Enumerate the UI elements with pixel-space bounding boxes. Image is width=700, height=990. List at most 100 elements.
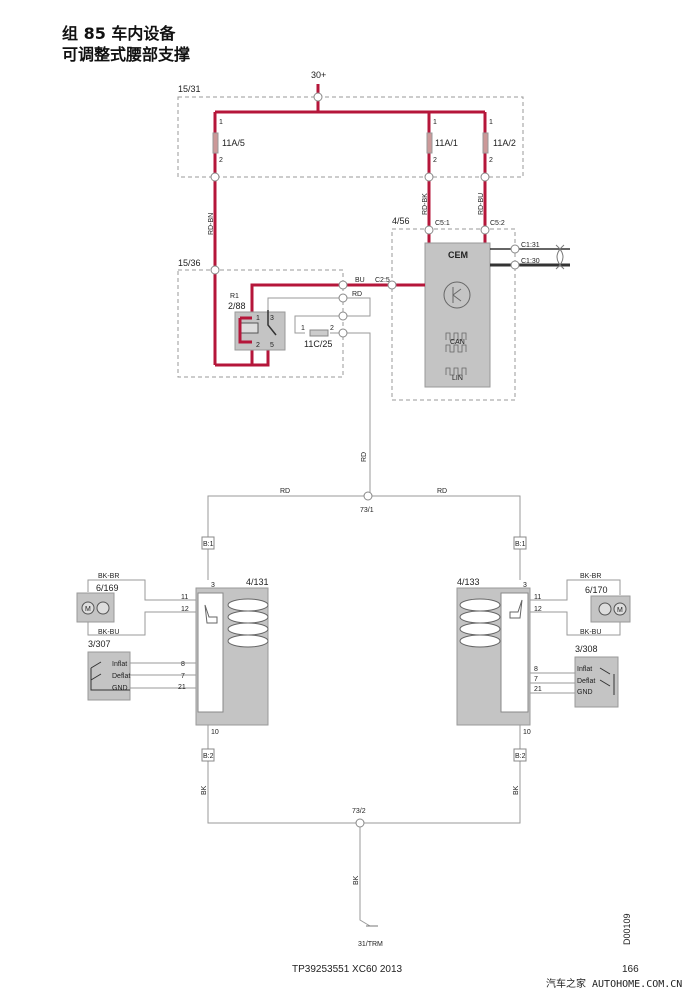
svg-text:2: 2 (219, 157, 223, 164)
svg-text:Inflat: Inflat (112, 661, 127, 668)
svg-text:2: 2 (489, 157, 493, 164)
fuse-11a2: 1 2 11A/2 RD-BU C5:2 (478, 112, 516, 243)
svg-text:BK-BU: BK-BU (98, 629, 119, 636)
svg-text:B:1: B:1 (515, 541, 526, 548)
svg-text:2: 2 (256, 342, 260, 349)
relaybox-outline (177, 269, 344, 378)
svg-text:12: 12 (534, 606, 542, 613)
svg-text:21: 21 (178, 684, 186, 691)
svg-text:B:1: B:1 (203, 541, 214, 548)
watermark: 汽车之家 AUTOHOME.COM.CN (546, 977, 682, 990)
fuse-11c25 (309, 329, 329, 337)
svg-text:RD-BK: RD-BK (422, 193, 429, 215)
svg-text:RD: RD (437, 488, 447, 495)
svg-text:1: 1 (433, 119, 437, 126)
page-number: 166 (622, 964, 639, 975)
svg-text:GND: GND (112, 685, 128, 692)
svg-text:1: 1 (489, 119, 493, 126)
svg-text:CAN: CAN (450, 339, 465, 346)
fusebox-outline (177, 96, 524, 178)
svg-text:8: 8 (181, 661, 185, 668)
svg-text:11: 11 (534, 594, 541, 601)
left-wiring (87, 579, 196, 689)
svg-text:4/133: 4/133 (457, 577, 480, 587)
cem-module: CEM CAN LIN (424, 242, 491, 388)
svg-text:21: 21 (534, 686, 542, 693)
svg-text:11A/1: 11A/1 (435, 138, 458, 148)
c2-5-label: C2:5 (375, 277, 390, 284)
c1-30-label: C1:30 (521, 258, 540, 265)
lumbar-switch-right: Inflat Deflat GND 3/308 (574, 644, 619, 708)
svg-text:R1: R1 (230, 293, 239, 300)
svg-text:BK-BU: BK-BU (580, 629, 601, 636)
svg-text:2: 2 (433, 157, 437, 164)
svg-text:12: 12 (181, 606, 189, 613)
supply-node (313, 92, 323, 102)
svg-text:73/1: 73/1 (360, 507, 374, 514)
right-wiring (530, 579, 621, 694)
lumbar-module-left: 4/131 3 10 (195, 577, 269, 736)
svg-text:BK: BK (513, 785, 520, 795)
svg-text:C5:2: C5:2 (490, 220, 505, 227)
svg-text:7: 7 (181, 673, 185, 680)
bu-label: BU (355, 277, 365, 284)
svg-text:M: M (85, 606, 91, 613)
svg-text:1: 1 (219, 119, 223, 126)
drawing-id: D00109 (622, 913, 632, 945)
svg-text:10: 10 (211, 729, 219, 736)
ground-wiring (207, 725, 521, 927)
document-number: TP39253551 XC60 2013 (292, 964, 403, 975)
lumbar-switch-left: Inflat Deflat GND 3/307 (87, 639, 131, 701)
svg-text:3: 3 (523, 582, 527, 589)
svg-text:6/170: 6/170 (585, 585, 608, 595)
ground-label: 31/TRM (358, 941, 383, 948)
svg-text:5: 5 (270, 342, 274, 349)
svg-text:BK: BK (201, 785, 208, 795)
fuse-11a1: 1 2 11A/1 RD-BK C5:1 (422, 112, 458, 243)
svg-text:RD: RD (361, 452, 368, 462)
svg-text:3/308: 3/308 (575, 644, 598, 654)
splice-73-2 (355, 818, 365, 828)
svg-text:1: 1 (301, 325, 305, 332)
svg-text:BK-BR: BK-BR (98, 573, 119, 580)
rd-label: RD (352, 291, 362, 298)
svg-text:6/169: 6/169 (96, 583, 119, 593)
lumbar-motor-right: M 6/170 (585, 585, 631, 623)
svg-text:7: 7 (534, 676, 538, 683)
svg-text:11A/2: 11A/2 (493, 138, 516, 148)
page-subtitle: 可调整式腰部支撑 (62, 45, 191, 64)
svg-text:CEM: CEM (448, 250, 468, 260)
svg-text:GND: GND (577, 689, 593, 696)
svg-text:8: 8 (534, 666, 538, 673)
svg-text:2/88: 2/88 (228, 301, 246, 311)
c1-31-label: C1:31 (521, 242, 540, 249)
svg-text:3/307: 3/307 (88, 639, 111, 649)
svg-text:BK-BR: BK-BR (580, 573, 601, 580)
svg-text:M: M (617, 607, 623, 614)
twisted-pair-icon (555, 244, 565, 270)
fuse-11a5: 1 2 11A/5 RD-BN (208, 112, 245, 365)
lumbar-motor-left: M 6/169 (76, 583, 119, 623)
fuse-11c25-label: 11C/25 (304, 339, 332, 349)
relay-r1: 1 3 2 5 R1 2/88 (228, 293, 286, 351)
svg-text:B:2: B:2 (515, 753, 526, 760)
svg-text:RD-BU: RD-BU (478, 193, 485, 215)
svg-text:RD-BN: RD-BN (208, 213, 215, 235)
svg-text:LIN: LIN (452, 375, 463, 382)
cem-box-label: 4/56 (392, 216, 410, 226)
svg-text:1: 1 (256, 315, 260, 322)
svg-text:RD: RD (280, 488, 290, 495)
svg-text:2: 2 (330, 325, 334, 332)
svg-text:11A/5: 11A/5 (222, 138, 245, 148)
splice-73-1 (363, 491, 373, 501)
svg-text:4/131: 4/131 (246, 577, 269, 587)
svg-text:73/2: 73/2 (352, 808, 366, 815)
svg-text:Inflat: Inflat (577, 666, 592, 673)
svg-text:3: 3 (270, 315, 274, 322)
svg-text:3: 3 (211, 582, 215, 589)
svg-text:C5:1: C5:1 (435, 220, 450, 227)
fusebox-label: 15/31 (178, 84, 201, 94)
svg-text:11: 11 (181, 594, 188, 601)
svg-text:Deflat: Deflat (112, 673, 130, 680)
